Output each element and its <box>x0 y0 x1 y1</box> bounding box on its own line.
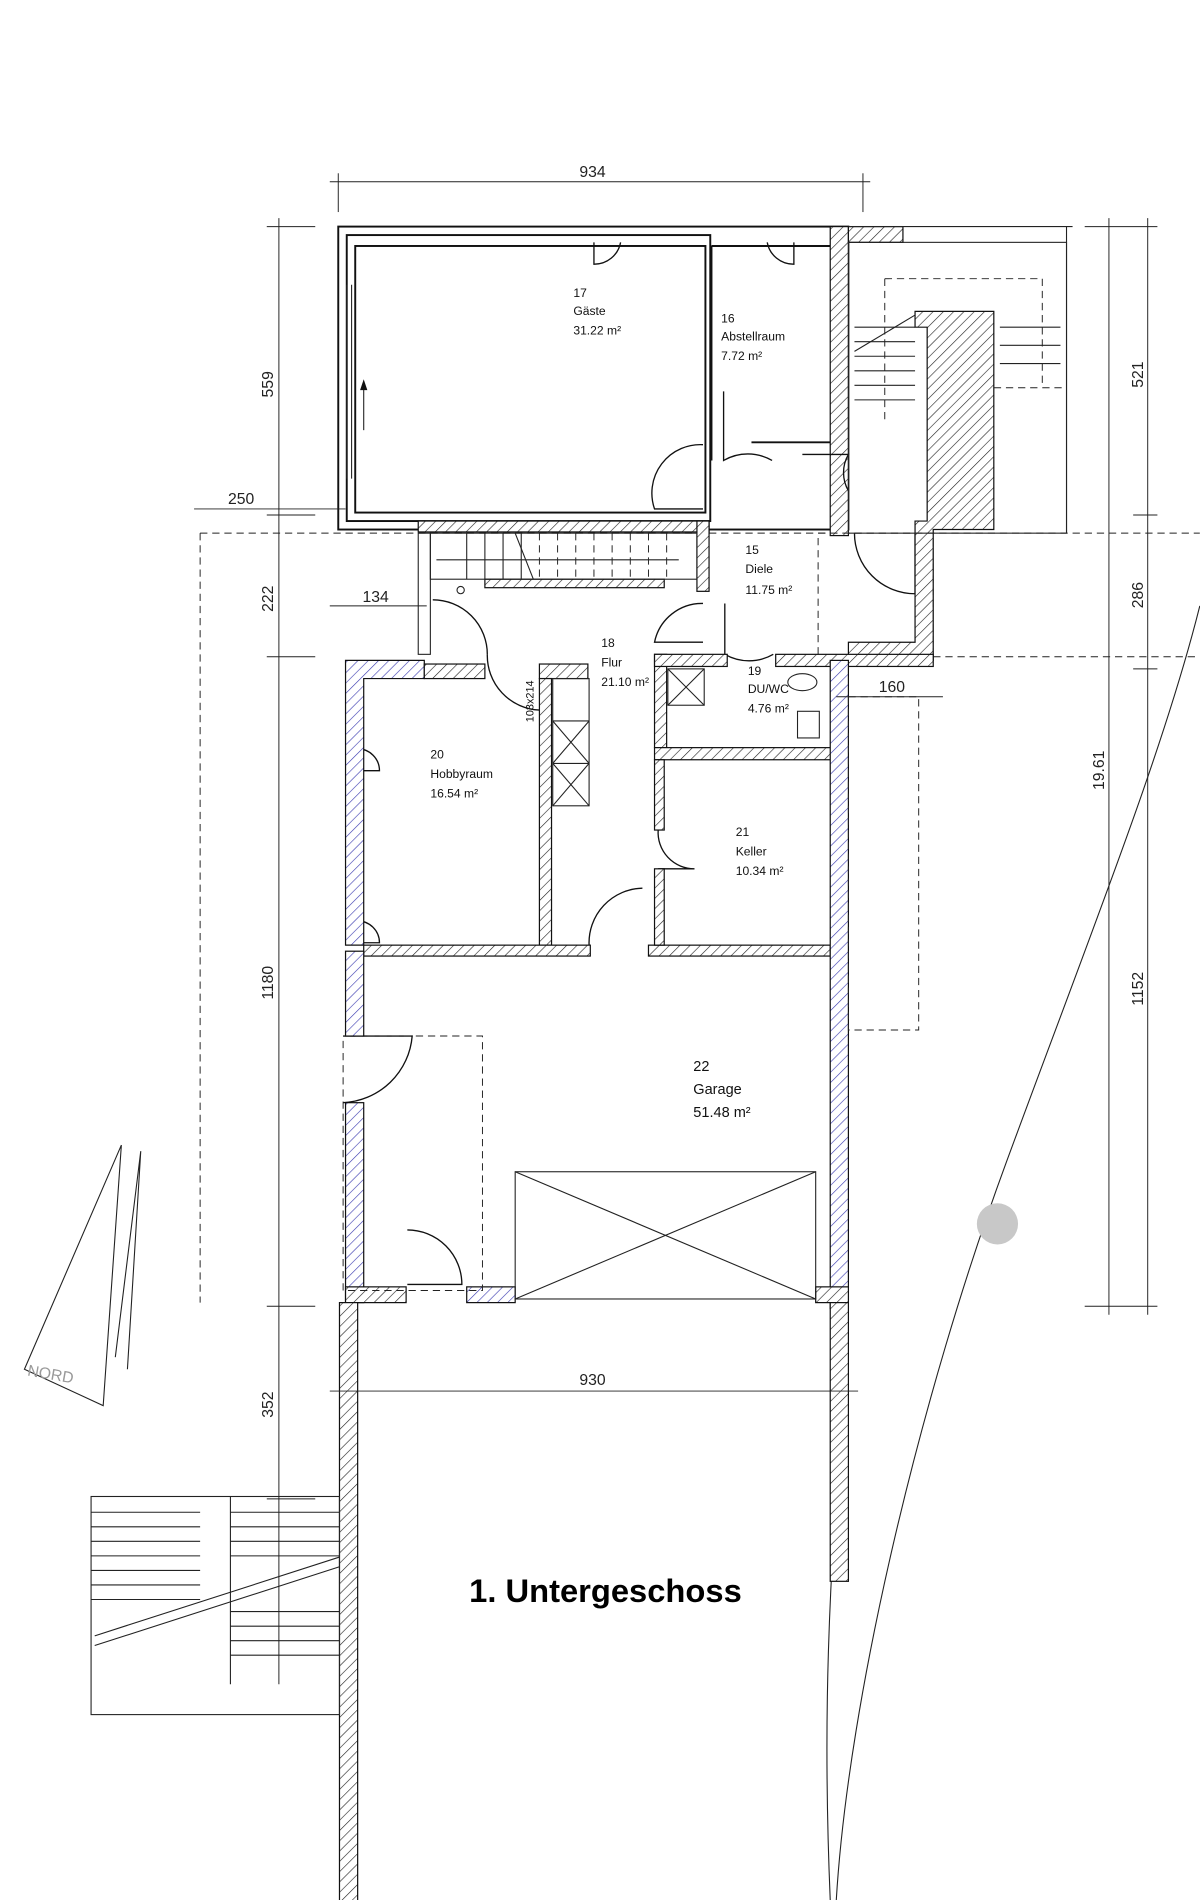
room-number: 22 <box>693 1059 709 1075</box>
room-name: Gäste <box>573 304 606 318</box>
dim-right-upper: 521 <box>1130 361 1147 387</box>
dim-right-lower: 1152 <box>1130 972 1147 1006</box>
dim-left-lower: 352 <box>260 1391 277 1417</box>
room-du-wc: 19 DU/WC 4.76 m² <box>748 664 789 716</box>
stair-treads <box>436 532 679 595</box>
room-keller: 21 Keller 10.34 m² <box>736 825 784 878</box>
room-area: 4.76 m² <box>748 702 789 716</box>
dim-left-mid: 222 <box>260 586 277 612</box>
room-name: Diele <box>745 562 773 576</box>
room-area: 21.10 m² <box>601 675 649 689</box>
exterior-stair-upper <box>817 226 1073 662</box>
north-label: NORD <box>26 1363 75 1388</box>
dim-bottom-width: 930 <box>579 1372 606 1389</box>
room-area: 7.72 m² <box>721 349 762 363</box>
room-name: Abstellraum <box>721 329 785 343</box>
room-area: 16.54 m² <box>430 786 478 800</box>
room-name: Hobbyraum <box>430 767 493 781</box>
room-hobbyraum: 20 Hobbyraum 16.54 m² <box>430 748 493 801</box>
lower-block-walls <box>338 653 934 1900</box>
room-number: 17 <box>573 286 587 300</box>
dim-stair-offset: 134 <box>363 589 390 606</box>
survey-marker <box>976 1203 1019 1245</box>
room-number: 20 <box>430 748 444 762</box>
room-area: 11.75 m² <box>745 583 792 597</box>
room-number: 19 <box>748 664 762 678</box>
dim-left-main: 1180 <box>260 966 277 1000</box>
room-area: 51.48 m² <box>693 1105 751 1121</box>
dimension-labels: 934 559 250 222 134 1180 352 930 521 286… <box>228 164 1147 1418</box>
dim-top-width: 934 <box>579 164 606 181</box>
garage-door <box>514 1171 817 1300</box>
room-name: Garage <box>693 1082 741 1098</box>
room-number: 18 <box>601 636 615 650</box>
room-area: 31.22 m² <box>573 323 621 337</box>
dimension-lines <box>194 173 1158 1685</box>
interior-stair <box>417 520 710 655</box>
floor-title: 1. Untergeschoss <box>469 1572 742 1609</box>
doors <box>343 242 916 1286</box>
room-garage: 22 Garage 51.48 m² <box>693 1059 751 1121</box>
dim-left-upper: 559 <box>260 371 277 398</box>
room-abstellraum: 16 Abstellraum 7.72 m² <box>721 311 785 363</box>
dim-left-offset: 250 <box>228 491 255 508</box>
room-name: Flur <box>601 655 622 669</box>
site-boundary-curve <box>835 605 1200 1900</box>
room-flur: 18 Flur 21.10 m² <box>601 636 649 689</box>
dim-right-mid: 286 <box>1130 582 1147 609</box>
room-labels: 17 Gäste 31.22 m² 16 Abstellraum 7.72 m²… <box>430 286 792 1121</box>
room-area: 10.34 m² <box>736 864 784 878</box>
room-diele: 15 Diele 11.75 m² <box>745 543 792 597</box>
exterior-stair-lower <box>90 1495 341 1716</box>
room-name: Keller <box>736 844 767 858</box>
room-number: 15 <box>745 543 759 557</box>
dim-right-total: 19.61 <box>1091 751 1108 790</box>
dim-wc-offset: 160 <box>879 679 906 696</box>
north-arrow-icon: NORD <box>23 1144 142 1407</box>
room-number: 21 <box>736 825 750 839</box>
upper-block-walls <box>337 225 904 537</box>
room-name: DU/WC <box>748 682 789 696</box>
room-gaeste: 17 Gäste 31.22 m² <box>573 286 621 338</box>
room-number: 16 <box>721 311 735 325</box>
dim-opening: 103x214 <box>524 680 536 722</box>
